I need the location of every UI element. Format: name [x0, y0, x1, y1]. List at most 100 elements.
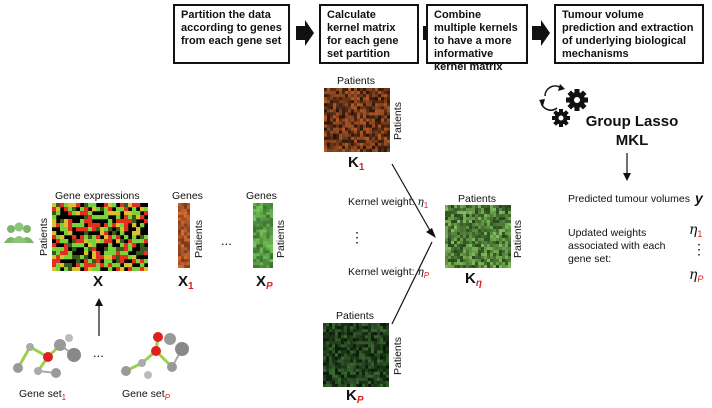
k1-cell — [339, 127, 343, 131]
keta-cell — [478, 208, 482, 212]
keta-cell — [445, 211, 449, 215]
k1-cell — [357, 148, 361, 152]
kp-cell — [365, 326, 369, 330]
keta-cell — [469, 256, 473, 260]
k1-cell — [375, 103, 379, 107]
keta-cell — [499, 250, 503, 254]
kp-cell — [374, 347, 378, 351]
kp-cell — [365, 338, 369, 342]
keta-cell — [496, 217, 500, 221]
gene-expression-cell — [56, 247, 61, 252]
keta-cell — [466, 214, 470, 218]
k1-cell — [378, 127, 382, 131]
xp-cell — [253, 229, 257, 233]
keta-cell — [478, 220, 482, 224]
keta-cell — [460, 211, 464, 215]
gene-expression-cell — [132, 219, 137, 224]
k1-main: K — [348, 154, 359, 171]
gene-expression-cell — [52, 263, 57, 268]
k1-cell — [327, 121, 331, 125]
k1-cell — [387, 88, 390, 92]
gene-expression-cell — [120, 207, 125, 212]
gene-expression-cell — [128, 215, 133, 220]
k1-cell — [366, 121, 370, 125]
kp-cell — [350, 341, 354, 345]
k1-cell — [327, 148, 331, 152]
keta-cell — [469, 229, 473, 233]
gene-expression-cell — [56, 203, 61, 208]
keta-cell — [508, 241, 511, 245]
keta-cell — [469, 241, 473, 245]
kp-cell — [326, 356, 330, 360]
kp-cell — [323, 353, 327, 357]
gene-expression-cell — [112, 235, 117, 240]
k1-cell — [354, 109, 358, 113]
kp-cell — [344, 365, 348, 370]
kp-cell — [344, 371, 348, 376]
k1-cell — [330, 121, 334, 125]
keta-cell — [460, 256, 464, 260]
gene-expression-cell — [84, 219, 89, 224]
keta-cell — [490, 256, 494, 260]
k1-cell — [330, 115, 334, 119]
step-text-partition: Partition the data according to genes fr… — [181, 9, 282, 47]
xp-cell — [256, 247, 260, 251]
k1-cell — [348, 136, 352, 141]
kp-cell — [377, 380, 381, 385]
k1-cell — [339, 124, 343, 128]
keta-cell — [502, 226, 506, 230]
step-text-prediction: Tumour volume prediction and extraction … — [562, 9, 694, 60]
keta-cell — [454, 241, 458, 245]
xp-cell — [266, 232, 270, 236]
kp-cell — [368, 326, 372, 330]
kp-cell — [329, 380, 333, 385]
kp-cell — [356, 323, 360, 327]
k1-cell — [336, 145, 340, 150]
xp-cell — [266, 229, 270, 233]
kernel-matrix-k1 — [324, 88, 390, 152]
keta-cell — [493, 214, 497, 218]
keta-cell — [502, 259, 506, 263]
xp-cell — [256, 241, 260, 245]
x1-cell — [187, 247, 190, 251]
k1-cell — [324, 88, 328, 92]
keta-cell — [484, 232, 488, 236]
kp-cell — [332, 356, 336, 360]
keta-cell — [460, 217, 464, 221]
k1-cell — [357, 97, 361, 101]
k1-cell — [339, 112, 343, 116]
k1-cell — [387, 94, 390, 98]
gene-expression-cell — [56, 267, 61, 271]
kp-cell — [377, 338, 381, 342]
xp-cell — [256, 235, 260, 239]
keta-cell — [478, 253, 482, 257]
kp-cell — [347, 365, 351, 370]
xp-cell — [256, 250, 260, 254]
kp-cell — [371, 359, 375, 363]
x1-cell — [187, 262, 190, 266]
k1-cell — [381, 139, 385, 144]
keta-cell — [469, 211, 473, 215]
x1-cell — [178, 244, 182, 248]
keta-cell — [490, 229, 494, 233]
k1-cell — [381, 136, 385, 141]
k1-cell — [336, 118, 340, 122]
kp-cell — [353, 341, 357, 345]
keta-cell — [475, 226, 479, 230]
keta-cell — [448, 241, 452, 245]
k1-cell — [357, 139, 361, 144]
xp-cell — [263, 244, 267, 248]
k1-cell — [327, 88, 331, 92]
k1-cell — [369, 136, 373, 141]
keta-cell — [451, 232, 455, 236]
k1-cell — [384, 94, 388, 98]
gene-expression-cell — [84, 255, 89, 260]
xp-cell — [266, 256, 270, 260]
keta-cell — [448, 265, 452, 268]
xp-cell — [253, 265, 257, 268]
k1-cell — [366, 100, 370, 104]
kp-cell — [368, 368, 372, 373]
keta-cell — [505, 250, 509, 254]
kp-cell — [326, 347, 330, 351]
xp-cell — [266, 203, 270, 207]
